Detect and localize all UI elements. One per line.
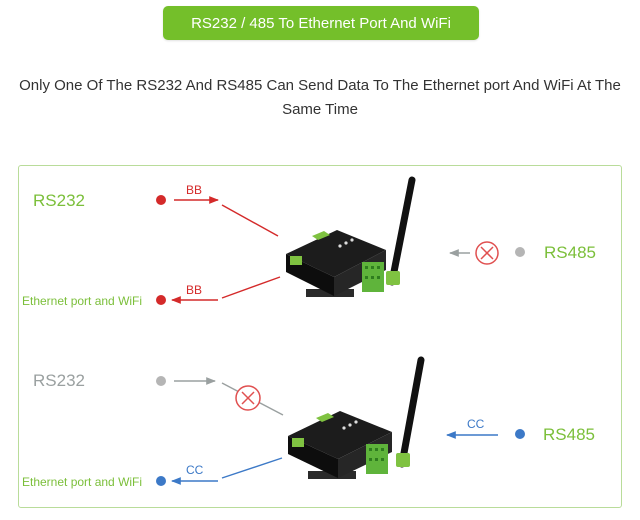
rs232-input-dot — [156, 195, 166, 205]
antenna-icon — [388, 176, 416, 286]
rs232-label: RS232 — [33, 371, 85, 390]
description-line-2: Same Time — [282, 101, 358, 118]
input-tag: CC — [467, 417, 485, 431]
antenna-icon — [398, 356, 425, 468]
description-line-1: Only One Of The RS232 And RS485 Can Send… — [19, 77, 621, 94]
rs232-to-device-line — [221, 204, 279, 237]
output-dot — [156, 476, 166, 486]
description: Only One Of The RS232 And RS485 Can Send… — [0, 74, 640, 122]
rs485-input-dot — [515, 247, 525, 257]
device-to-output-line — [221, 276, 281, 299]
rs232-label: RS232 — [33, 191, 85, 210]
rs232-input-dot — [156, 376, 166, 386]
output-label: Ethernet port and WiFi — [22, 475, 143, 489]
page-title: RS232 / 485 To Ethernet Port And WiFi — [163, 6, 479, 40]
output-dot — [156, 295, 166, 305]
input-tag: BB — [186, 183, 203, 197]
output-label: Ethernet port and WiFi — [22, 294, 143, 308]
scenario-1 — [156, 176, 525, 305]
rs485-input-dot — [515, 429, 525, 439]
rs485-label: RS485 — [544, 243, 596, 262]
diagram-panel — [18, 165, 622, 508]
rs485-label: RS485 — [543, 425, 595, 444]
scenario-2 — [156, 356, 525, 486]
device-icon — [286, 176, 416, 297]
output-tag: CC — [186, 463, 204, 477]
blocked-icon — [475, 241, 499, 265]
device-to-output-line — [221, 457, 283, 479]
device-icon — [288, 356, 425, 479]
output-tag: BB — [186, 283, 203, 297]
